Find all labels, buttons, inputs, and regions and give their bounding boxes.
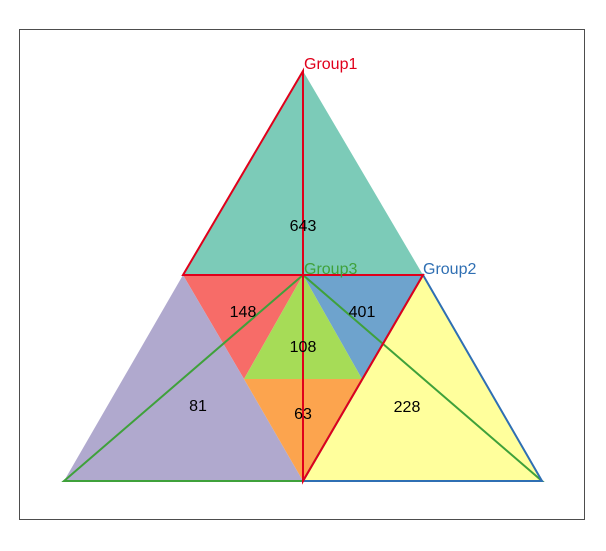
count-g2-g3: 63 [294,406,312,423]
count-g1-g2-g3: 108 [290,339,317,356]
group1-label: Group1 [304,56,357,73]
count-only-g2: 228 [394,399,421,416]
plot-frame [19,29,585,520]
group1-outline [181,67,425,485]
group3-label: Group3 [304,261,357,278]
group2-label: Group2 [423,261,476,278]
count-only-g1: 643 [290,218,317,235]
count-g1-g3: 148 [230,304,257,321]
count-g1-g2: 401 [349,304,376,321]
count-only-g3: 81 [189,398,207,415]
